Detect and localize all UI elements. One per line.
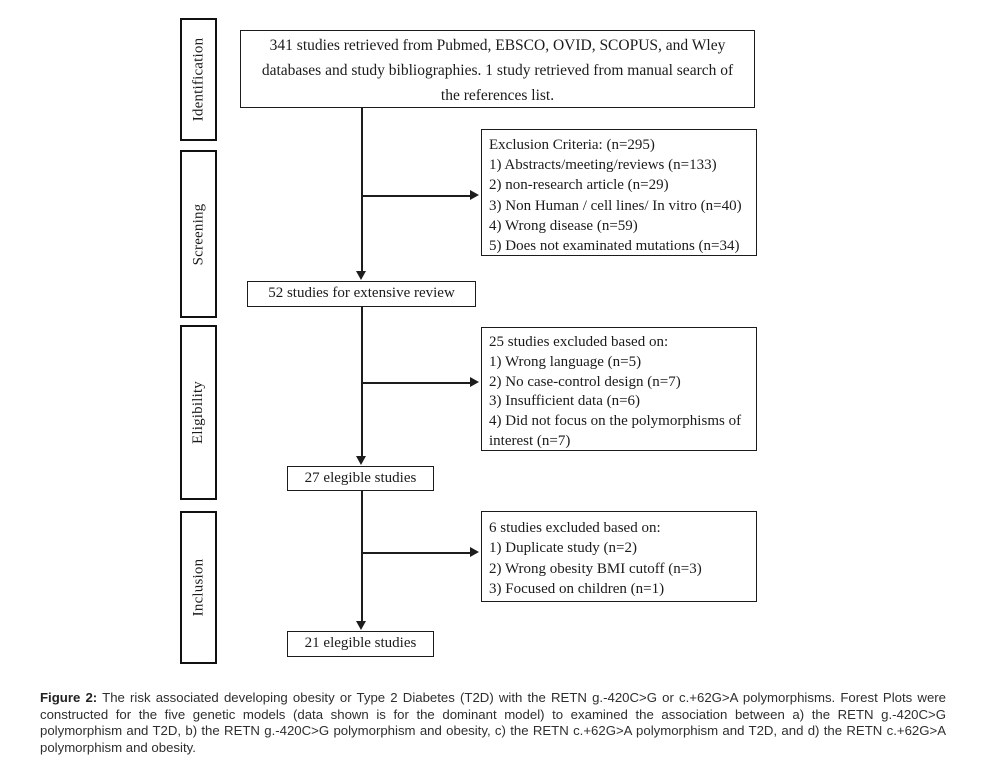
exclusion-item: 2) non-research article (n=29) bbox=[489, 177, 669, 194]
excluded-25-item: 2) No case-control design (n=7) bbox=[489, 373, 681, 390]
stage-box-inclusion: Inclusion bbox=[180, 511, 217, 664]
eligible-27-box: 27 elegible studies bbox=[287, 466, 434, 491]
extensive-review-box: 52 studies for extensive review bbox=[247, 281, 476, 307]
arrow-down-icon bbox=[356, 621, 366, 630]
stage-label-identification: Identification bbox=[190, 37, 207, 122]
stage-box-identification: Identification bbox=[180, 18, 217, 141]
figure-caption: Figure 2: The risk associated developing… bbox=[40, 690, 946, 756]
arrow-down-icon bbox=[356, 456, 366, 465]
exclusion-criteria-title: Exclusion Criteria: (n=295) bbox=[489, 137, 655, 153]
excluded-25-box: 25 studies excluded based on: 1) Wrong l… bbox=[481, 327, 757, 451]
connector-line-vertical-2 bbox=[361, 307, 363, 456]
excluded-6-item: 1) Duplicate study (n=2) bbox=[489, 540, 638, 557]
stage-label-eligibility: Eligibility bbox=[190, 380, 207, 445]
arrow-right-icon bbox=[470, 190, 479, 200]
excluded-25-item: 3) Insufficient data (n=6) bbox=[489, 393, 641, 410]
connector-line-horizontal-1 bbox=[362, 195, 470, 197]
stage-box-screening: Screening bbox=[180, 150, 217, 318]
retrieved-studies-box: 341 studies retrieved from Pubmed, EBSCO… bbox=[240, 30, 755, 108]
excluded-25-item: 1) Wrong language (n=5) bbox=[489, 353, 642, 370]
excluded-6-item: 3) Focused on children (n=1) bbox=[489, 581, 665, 598]
eligible-27-text: 27 elegible studies bbox=[304, 470, 417, 486]
excluded-25-title: 25 studies excluded based on: bbox=[489, 334, 669, 350]
stage-label-inclusion: Inclusion bbox=[190, 558, 207, 617]
arrow-down-icon bbox=[356, 271, 366, 280]
figure-caption-text: The risk associated developing obesity o… bbox=[40, 690, 946, 755]
exclusion-item: 1) Abstracts/meeting/reviews (n=133) bbox=[489, 157, 717, 174]
exclusion-item: 5) Does not examinated mutations (n=34) bbox=[489, 238, 740, 255]
figure-caption-label: Figure 2: bbox=[40, 690, 98, 705]
exclusion-item: 4) Wrong disease (n=59) bbox=[489, 217, 638, 234]
arrow-right-icon bbox=[470, 377, 479, 387]
arrow-right-icon bbox=[470, 547, 479, 557]
excluded-6-title: 6 studies excluded based on: bbox=[489, 520, 661, 536]
connector-line-vertical-3 bbox=[361, 491, 363, 621]
excluded-25-item: 4) Did not focus on the polymorphisms of… bbox=[489, 413, 742, 449]
eligible-21-box: 21 elegible studies bbox=[287, 631, 434, 657]
extensive-review-text: 52 studies for extensive review bbox=[268, 285, 455, 301]
exclusion-criteria-box: Exclusion Criteria: (n=295) 1) Abstracts… bbox=[481, 129, 757, 256]
excluded-6-item: 2) Wrong obesity BMI cutoff (n=3) bbox=[489, 560, 702, 577]
exclusion-item: 3) Non Human / cell lines/ In vitro (n=4… bbox=[489, 197, 742, 214]
retrieved-studies-text: 341 studies retrieved from Pubmed, EBSCO… bbox=[261, 37, 734, 104]
connector-line-vertical-1 bbox=[361, 108, 363, 271]
eligible-21-text: 21 elegible studies bbox=[304, 635, 417, 651]
stage-label-screening: Screening bbox=[190, 203, 206, 265]
excluded-6-box: 6 studies excluded based on: 1) Duplicat… bbox=[481, 511, 757, 602]
connector-line-horizontal-3 bbox=[362, 552, 470, 554]
stage-box-eligibility: Eligibility bbox=[180, 325, 217, 500]
connector-line-horizontal-2 bbox=[362, 382, 470, 384]
